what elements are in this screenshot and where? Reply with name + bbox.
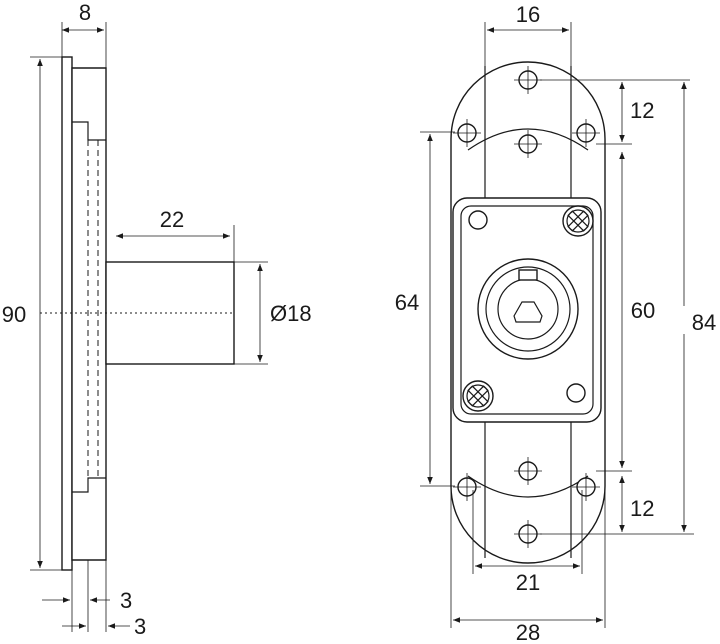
dim-overall-width: 28 [516, 620, 540, 644]
dim-offset-a: 3 [120, 588, 132, 613]
dim-side-thickness: 8 [79, 0, 91, 25]
dim-plate-height: 64 [395, 290, 419, 315]
dim-cylinder-length: 22 [160, 207, 184, 232]
small-hole-icon [566, 383, 586, 403]
front-view: 16 64 12 60 84 12 21 28 [390, 2, 720, 644]
dim-overall-height: 84 [692, 310, 716, 335]
small-hole-icon [468, 210, 488, 230]
dim-inner-height: 60 [631, 298, 655, 323]
dim-hole-pitch-top: 12 [630, 98, 654, 123]
dim-side-height: 90 [2, 302, 26, 327]
dim-hole-pitch-bottom: 12 [630, 496, 654, 521]
screw-icon [462, 380, 494, 412]
side-body [71, 67, 107, 561]
side-view: 8 90 22 Ø18 3 3 [0, 0, 312, 639]
screw-icon [562, 205, 594, 237]
dim-bottom-hole-spacing: 21 [516, 570, 540, 595]
dim-top-hole-spacing: 16 [516, 2, 540, 27]
dim-offset-b: 3 [134, 614, 146, 639]
dim-cylinder-diameter: Ø18 [270, 301, 312, 326]
lock-cylinder-icon [477, 258, 579, 360]
